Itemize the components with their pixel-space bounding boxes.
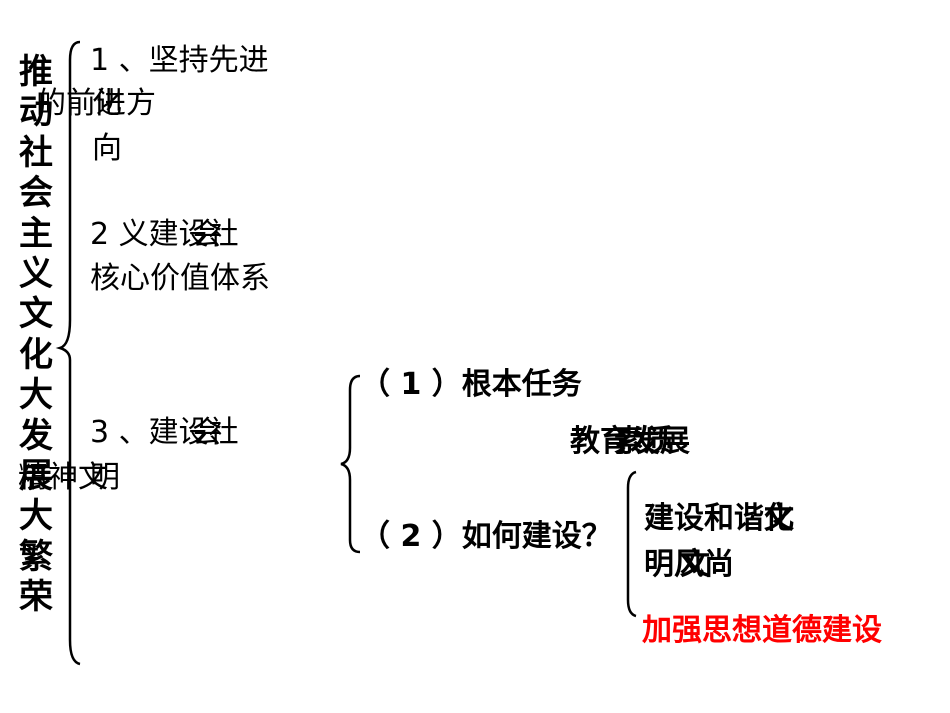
task-detail-overlap: 素质 xyxy=(614,424,674,459)
how-a-line1: 建设和谐文 xyxy=(644,501,794,536)
item2-line1: 2 义建设社 xyxy=(90,217,239,252)
item3-line2-overlap: 明 xyxy=(90,460,120,495)
brace-sub xyxy=(340,374,361,554)
item3-line1-overlap: 会 xyxy=(192,415,222,450)
brace-main-lower xyxy=(68,360,81,666)
item1-line1: 1 、坚持先进 xyxy=(90,43,269,78)
how-a-line1-overlap: 化 xyxy=(764,501,794,536)
item1-line2-overlap: 化 xyxy=(92,86,122,121)
how-a-line2-overlap: 文 xyxy=(680,547,710,582)
task-detail: 教育发展 xyxy=(570,424,690,459)
item1-line3: 向 xyxy=(92,131,122,166)
vertical-title: 推动社会主义文化大发展大繁荣 xyxy=(19,52,53,618)
how-a-line2: 明风尚 xyxy=(644,547,734,582)
item2-line2: 核心价值体系 xyxy=(90,261,270,296)
brace-how xyxy=(626,470,637,618)
item2-line1-overlap: 会 xyxy=(192,217,222,252)
task-label: （ 1 ）根本任务 xyxy=(360,367,582,402)
item1-line2: 的前进方 xyxy=(36,86,156,121)
item3-line1: 3 、建设社 xyxy=(90,415,239,450)
how-label: （ 2 ）如何建设？ xyxy=(360,519,612,554)
brace-main-upper xyxy=(55,40,81,361)
how-b-emphasis: 加强思想道德建设 xyxy=(642,613,882,648)
item3-line2: 精神文 xyxy=(18,460,108,495)
